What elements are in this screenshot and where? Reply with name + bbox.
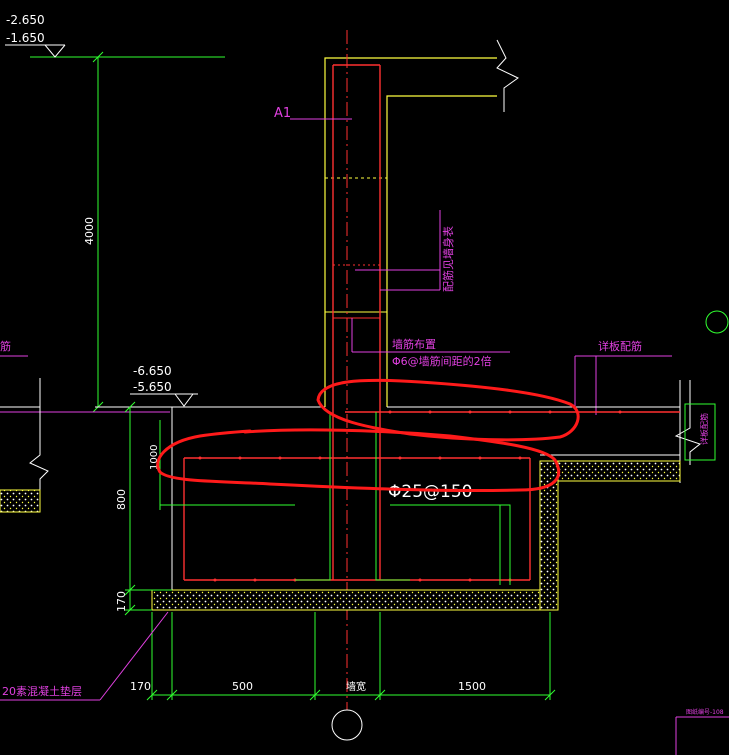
break-line-left [0,378,49,513]
elevation-text-mid-1: -6.650 [133,364,172,378]
dimension-4000: 4000 [83,51,104,413]
main-rebar-label: Φ25@150 [388,482,472,502]
wall-axis-label: 墙宽 [346,680,366,693]
scale-annotation: 图纸编号-108 [675,708,729,755]
wall-rebar-note: 配筋见墙身表 [441,226,455,292]
dimension-text-800: 800 [115,489,128,510]
dimension-text-1000: 1000 [149,445,160,470]
left-note: 筋 [0,339,11,353]
elevation-text-top-1: -2.650 [6,13,45,27]
slab-annotation: 详板配筋 [574,339,672,415]
section-label: A1 [274,106,291,121]
bedding-note: 20素混凝土垫层 [2,684,82,698]
dimension-bottom: 170 500 墙宽 1500 [130,612,556,701]
left-annotation: 筋 [0,339,28,357]
slab-note: 详板配筋 [598,339,642,353]
highlight-loop-bottom [156,428,561,493]
elevation-text-mid-2: -5.650 [133,380,172,394]
retaining-wall [324,30,519,710]
stirrup-note: Φ6@墙筋间距的2倍 [392,354,492,368]
dimension-text-1500: 1500 [458,680,486,693]
dimension-left-vertical: 1000 800 170 [115,401,172,616]
right-vertical-note: 详板配筋 [699,413,709,445]
elevation-mark-top: -2.650 -1.650 [5,13,225,58]
axis-bubble-right [705,310,729,334]
dimension-text-170-vertical: 170 [115,591,128,612]
dimension-text-500: 500 [232,680,253,693]
highlight-marks [156,378,580,493]
bedding-annotation: 20素混凝土垫层 [0,611,169,701]
dimension-text-4000: 4000 [83,217,96,245]
distribution-note: 墙筋布置 [392,337,436,351]
break-line-right: 详板配筋 [674,310,729,465]
elevation-mark-mid: -6.650 -5.650 [130,364,198,407]
wall-rebar-annotation: 配筋见墙身表 墙筋布置 Φ6@墙筋间距的2倍 [351,210,510,368]
scale-note: 图纸编号-108 [686,708,724,716]
dimension-text-170-horizontal: 170 [130,680,151,693]
axis-bubble-bottom [331,709,363,741]
section-mark-a1: A1 [274,106,352,121]
elevation-text-top-2: -1.650 [6,31,45,45]
